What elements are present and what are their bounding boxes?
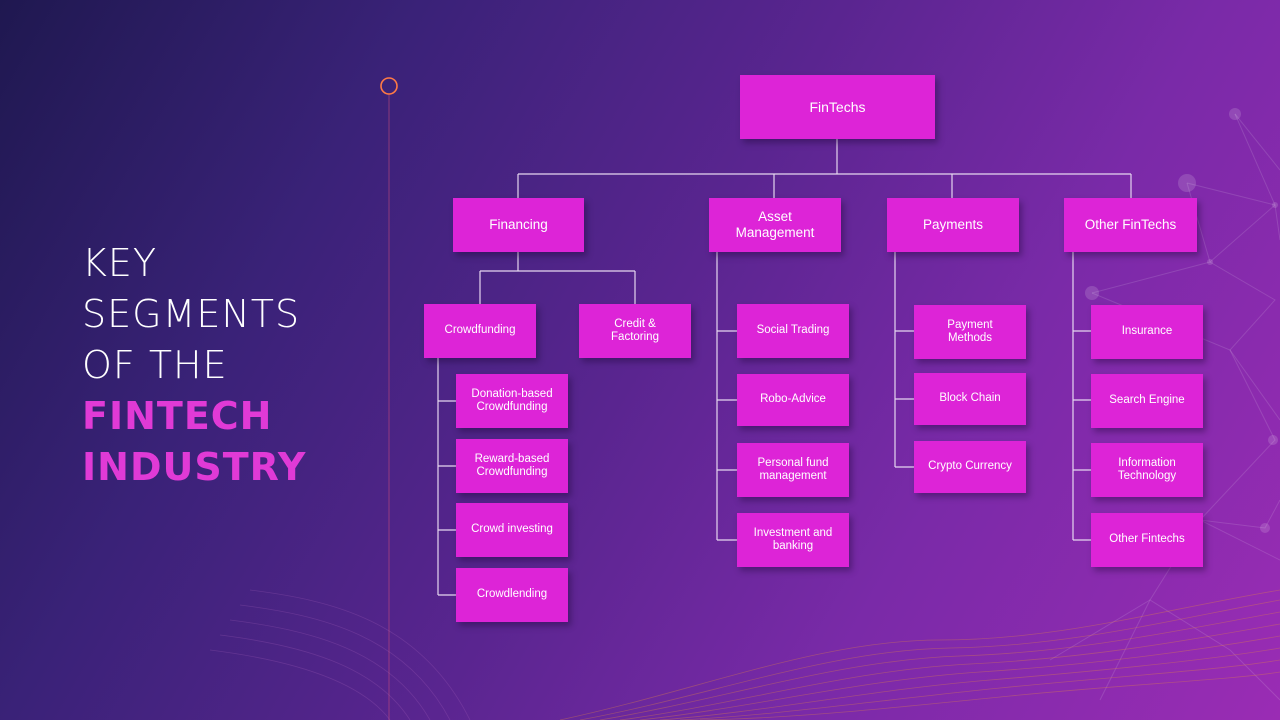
node-other-fintechs-child: Other Fintechs <box>1091 513 1203 567</box>
node-block-chain: Block Chain <box>914 373 1026 425</box>
slide-title: KEY SEGMENTS OF THE FINTECH INDUSTRY <box>82 238 306 493</box>
title-line-3: OF THE <box>82 343 228 387</box>
node-social-trading: Social Trading <box>737 304 849 358</box>
accent-ring-icon <box>380 77 398 95</box>
node-information-technology: Information Technology <box>1091 443 1203 497</box>
node-investment-banking: Investment and banking <box>737 513 849 567</box>
node-personal-fund: Personal fund management <box>737 443 849 497</box>
node-donation-based: Donation-based Crowdfunding <box>456 374 568 428</box>
title-line-5: INDUSTRY <box>82 445 307 489</box>
node-crowd-investing: Crowd investing <box>456 503 568 557</box>
node-asset-management: Asset Management <box>709 198 841 252</box>
node-fintechs-root: FinTechs <box>740 75 935 139</box>
node-crowdlending: Crowdlending <box>456 568 568 622</box>
node-financing: Financing <box>453 198 584 252</box>
node-crypto-currency: Crypto Currency <box>914 441 1026 493</box>
title-line-1: KEY <box>82 241 158 285</box>
title-line-2: SEGMENTS <box>82 292 301 336</box>
network-nodes <box>1085 108 1278 533</box>
wave-lines-left <box>209 589 471 720</box>
node-payments: Payments <box>887 198 1019 252</box>
node-credit-factoring: Credit & Factoring <box>579 304 691 358</box>
connectors <box>437 139 1132 596</box>
node-reward-based: Reward-based Crowdfunding <box>456 439 568 493</box>
node-crowdfunding: Crowdfunding <box>424 304 536 358</box>
node-insurance: Insurance <box>1091 305 1203 359</box>
node-search-engine: Search Engine <box>1091 374 1203 428</box>
node-payment-methods: Payment Methods <box>914 305 1026 359</box>
node-other-fintechs: Other FinTechs <box>1064 198 1197 252</box>
title-line-4: FINTECH <box>82 394 273 438</box>
wave-lines <box>559 589 1280 720</box>
node-robo-advice: Robo-Advice <box>737 374 849 426</box>
